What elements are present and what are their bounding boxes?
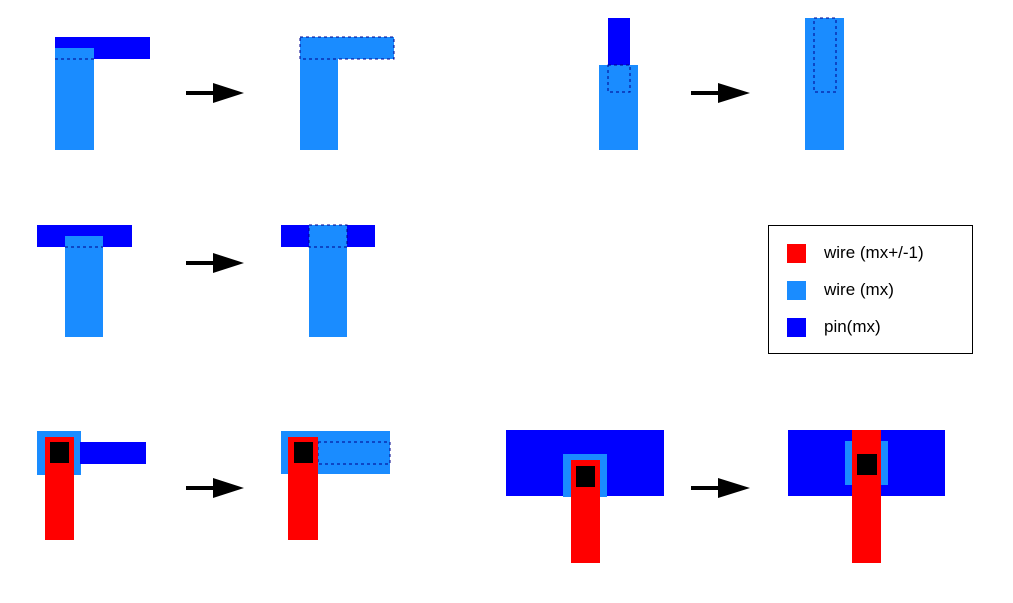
- wire-mx-rect: [805, 18, 844, 150]
- via-square: [576, 466, 595, 487]
- pin-outline: [607, 64, 631, 93]
- arrow: [186, 253, 244, 273]
- arrow: [186, 83, 244, 103]
- legend-swatch-blue: [787, 317, 806, 337]
- case-via-l-before: [37, 431, 146, 540]
- wire-mx-rect: [309, 225, 347, 337]
- legend-item-wire-mx: wire (mx): [787, 279, 894, 301]
- legend-label: pin(mx): [824, 317, 881, 336]
- pin-outline: [299, 36, 395, 60]
- arrow: [691, 83, 750, 103]
- legend: wire (mx+/-1) wire (mx) pin(mx): [768, 225, 973, 354]
- legend-swatch-light-blue: [787, 280, 806, 300]
- via-square: [50, 442, 69, 463]
- legend-label: wire (mx+/-1): [824, 243, 924, 262]
- pin-outline: [308, 224, 348, 248]
- case-via-wide-after: [788, 430, 945, 563]
- via-square: [294, 442, 313, 463]
- case-via-wide-before: [506, 430, 664, 563]
- case-via-l-after: [281, 431, 391, 540]
- via-square: [857, 454, 877, 475]
- case-vertical-after: [805, 17, 844, 150]
- case-t-shape-before: [37, 225, 132, 337]
- wire-mx-rect: [55, 48, 94, 150]
- legend-item-pin: pin(mx): [787, 316, 881, 338]
- legend-label: wire (mx): [824, 280, 894, 299]
- legend-item-wire-adjacent: wire (mx+/-1): [787, 242, 924, 264]
- case-t-shape-after: [281, 224, 375, 337]
- wire-mx-rect: [599, 65, 638, 150]
- case-l-shape-before: [55, 37, 150, 150]
- pin-rect: [80, 442, 146, 464]
- arrow: [186, 478, 244, 498]
- wire-mx-rect: [65, 236, 103, 337]
- arrow: [691, 478, 750, 498]
- pin-rect: [608, 18, 630, 73]
- wire-adjacent-rect: [852, 430, 881, 563]
- case-l-shape-after: [299, 36, 395, 150]
- wire-mx-rect: [300, 37, 338, 150]
- legend-swatch-red: [787, 243, 806, 263]
- case-vertical-before: [599, 18, 638, 150]
